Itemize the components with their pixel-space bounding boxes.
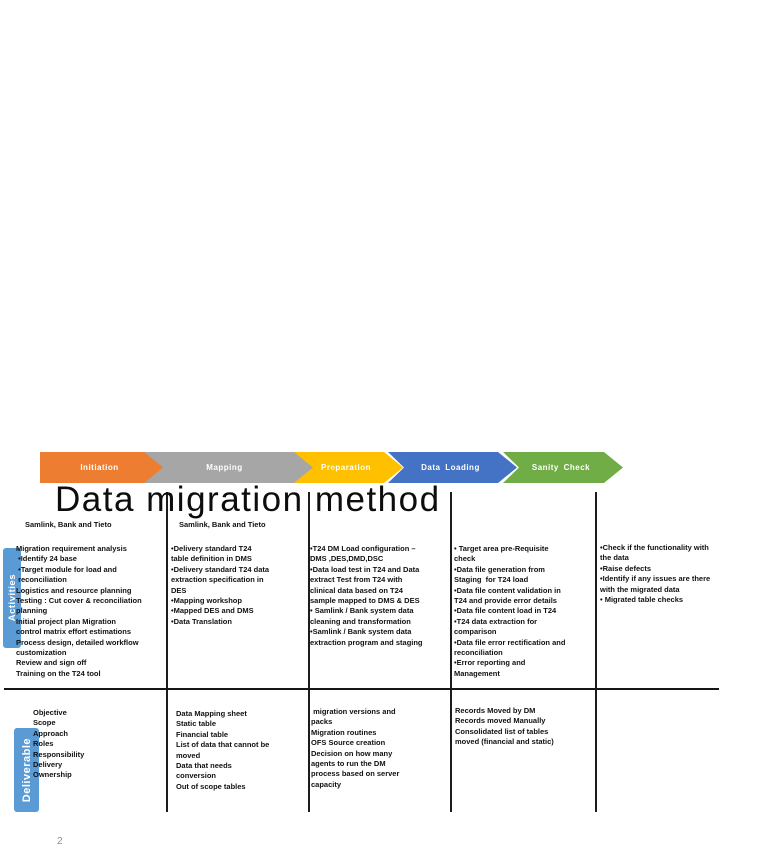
deliverable-cell-initiation: Objective Scope Approach Roles Responsib… bbox=[33, 708, 85, 780]
activities-cell-sanity-check: •Check if the functionality with the dat… bbox=[600, 543, 711, 605]
phase-label-initiation: Initiation bbox=[80, 463, 119, 472]
activities-cell-data-loading: • Target area pre-Requisite check •Data … bbox=[454, 544, 566, 678]
activities-cell-preparation: •T24 DM Load configuration – DMS ,DES,DM… bbox=[310, 544, 423, 647]
phase-label-data-loading: Data Loading bbox=[421, 463, 480, 472]
phase-label-mapping: Mapping bbox=[206, 463, 243, 472]
deliverable-row-label: Deliverable bbox=[14, 728, 39, 812]
column-divider-4 bbox=[595, 492, 597, 812]
phase-label-preparation: Preparation bbox=[321, 463, 371, 472]
row-divider bbox=[4, 688, 719, 690]
deliverable-row-label-text: Deliverable bbox=[20, 737, 33, 803]
activities-col1-header: Samlink, Bank and Tieto bbox=[25, 520, 112, 529]
deliverable-cell-mapping: Data Mapping sheet Static table Financia… bbox=[176, 709, 270, 791]
page-number: 2 bbox=[57, 836, 63, 847]
deliverable-cell-preparation: migration versions and packs Migration r… bbox=[311, 707, 400, 789]
activities-cell-mapping: •Delivery standard T24 table definition … bbox=[171, 544, 270, 626]
phase-chevron-initiation: Initiation bbox=[40, 452, 163, 483]
phase-chevron-data-loading: Data Loading bbox=[388, 452, 517, 483]
activities-col2-header: Samlink, Bank and Tieto bbox=[179, 520, 266, 529]
phase-label-sanity-check: Sanity Check bbox=[531, 463, 591, 472]
column-divider-2 bbox=[308, 492, 310, 812]
column-divider-3 bbox=[450, 492, 452, 812]
column-divider-1 bbox=[166, 492, 168, 812]
activities-cell-initiation: Migration requirement analysis •Identify… bbox=[16, 544, 142, 678]
slide-title: Data migration method bbox=[55, 480, 441, 519]
deliverable-cell-data-loading: Records Moved by DM Records moved Manual… bbox=[455, 706, 554, 747]
phase-chevron-sanity-check: Sanity Check bbox=[503, 452, 623, 483]
phase-chevron-mapping: Mapping bbox=[140, 452, 313, 483]
activities-row-label: Activities bbox=[3, 548, 21, 648]
